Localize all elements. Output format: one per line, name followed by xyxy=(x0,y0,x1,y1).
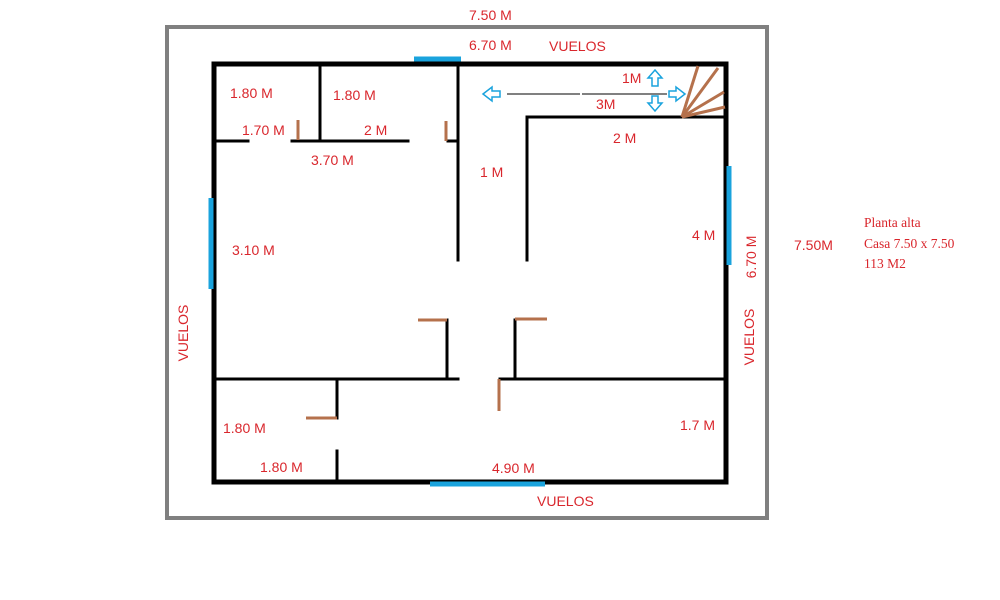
hall-width-label: 1 M xyxy=(480,164,503,180)
doors xyxy=(296,120,547,420)
room-label-top-left: 1.80 M xyxy=(230,85,273,101)
eaves-outline xyxy=(165,25,769,520)
bottom-left-height-label: 1.80 M xyxy=(223,420,266,436)
stair-height-label: 1M xyxy=(622,70,641,86)
bottom-left-width-label: 1.80 M xyxy=(260,459,303,475)
note-area: 113 M2 xyxy=(864,256,906,271)
windows xyxy=(208,56,732,487)
inner-width-label: 6.70 M xyxy=(469,37,512,53)
exterior-wall xyxy=(211,61,729,485)
bottom-right-width-label: 4.90 M xyxy=(492,460,535,476)
eaves-bottom-label: VUELOS xyxy=(537,493,594,509)
note-title: Planta alta xyxy=(864,215,921,230)
note-size: Casa 7.50 x 7.50 xyxy=(864,236,955,251)
bottom-right-height-label: 1.7 M xyxy=(680,417,715,433)
overall-height-label: 7.50M xyxy=(794,237,833,253)
eaves-left-label: VUELOS xyxy=(175,305,191,362)
eaves-right-label: VUELOS xyxy=(741,309,757,366)
interior-walls xyxy=(212,64,728,480)
arrow-right-icon xyxy=(668,85,687,103)
room-label-top-left2: 1.80 M xyxy=(333,87,376,103)
inner-height-label: 6.70 M xyxy=(743,236,759,279)
closet-left-label: 1.70 M xyxy=(242,122,285,138)
stair-arrows xyxy=(481,68,687,113)
bedroom-width-label: 3.70 M xyxy=(311,152,354,168)
stair-length-label: 3M xyxy=(596,96,615,112)
bedroom-height-label: 3.10 M xyxy=(232,242,275,258)
overall-width-label: 7.50 M xyxy=(469,7,512,23)
arrow-up-icon xyxy=(646,68,664,87)
arrow-left-icon xyxy=(481,85,501,103)
eaves-top-label: VUELOS xyxy=(549,38,606,54)
right-room-top-label: 2 M xyxy=(613,130,636,146)
stair-lines xyxy=(680,65,726,119)
closet-right-label: 2 M xyxy=(364,122,387,138)
arrow-down-icon xyxy=(646,95,664,113)
right-room-height-label: 4 M xyxy=(692,227,715,243)
